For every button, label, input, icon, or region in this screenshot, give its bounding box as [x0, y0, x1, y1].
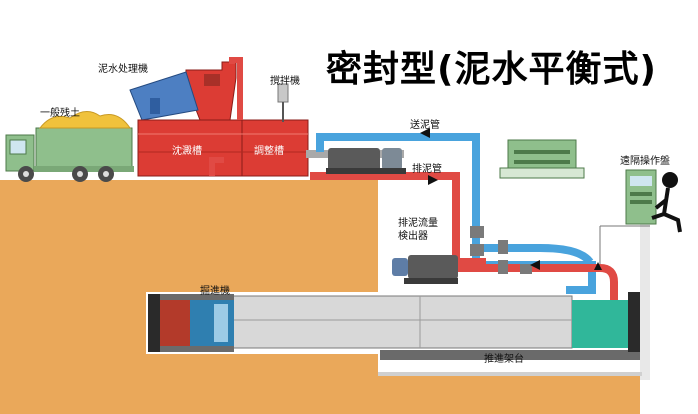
remote-panel-label: 遠隔操作盤 [620, 156, 670, 167]
mud-processor-label: 泥水处理機 [98, 64, 148, 75]
soil-pile [38, 111, 131, 129]
feed-pump [326, 148, 406, 174]
remote-control-panel [625, 169, 657, 225]
valve-group [470, 226, 532, 274]
feed-pipe-lower [476, 244, 594, 265]
settling-tank [137, 119, 243, 177]
equipment-shed [499, 139, 585, 179]
shaft-floor [378, 372, 642, 376]
feed-pipe-label: 送泥管 [410, 120, 440, 131]
operator-icon [651, 172, 682, 233]
pipe-stub-left [306, 150, 328, 158]
jacking-frame [380, 292, 640, 360]
mud-processor [129, 61, 237, 121]
shield-machine-label: 掘進機 [200, 286, 230, 297]
flow-detector-label-2: 検出器 [398, 231, 428, 242]
agitator-label: 撹拌機 [270, 76, 300, 87]
adjust-tank-label: 調整槽 [254, 146, 284, 157]
discharge-pipe-label: 排泥管 [412, 164, 442, 175]
adjust-tank [241, 119, 309, 177]
discharge-pipe-tank-link [209, 157, 224, 176]
dump-truck [5, 111, 134, 182]
arrow-up-icon [594, 262, 602, 270]
jacking-frame-label: 推進架台 [484, 354, 524, 365]
settling-tank-label: 沈澱槽 [172, 146, 202, 157]
soil-label: 一般残土 [40, 108, 80, 119]
agitator [277, 83, 289, 122]
page-title: 密封型(泥水平衡式) [326, 49, 657, 90]
flow-detector-label-1: 排泥流量 [398, 218, 438, 229]
arrow-left-icon [420, 128, 430, 138]
shaft-right-wall [640, 180, 650, 380]
return-pipe [229, 57, 243, 120]
arrow-right-icon [428, 175, 438, 185]
tunnel-pipe [231, 295, 573, 349]
arrow-left-icon-2 [530, 260, 540, 270]
discharge-pump [392, 255, 458, 284]
shield-machine [148, 294, 234, 352]
